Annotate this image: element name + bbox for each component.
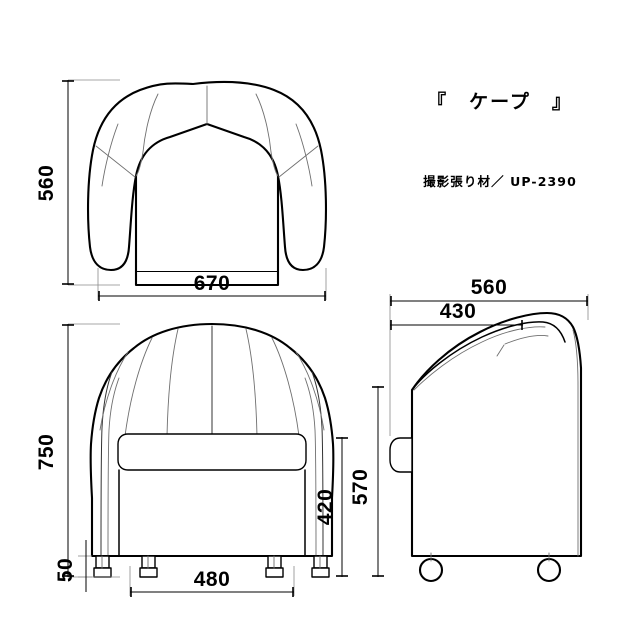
dim-label-50: 50	[54, 558, 77, 582]
dim-label-570: 570	[349, 469, 372, 506]
side-view-arm-seam	[413, 326, 546, 391]
top-view-seam-right-1	[255, 93, 279, 177]
top-view-group: 560 670	[35, 79, 328, 301]
side-view-body-outline	[410, 311, 583, 558]
front-view-pleat-r2	[271, 337, 300, 437]
front-view-apron	[118, 469, 306, 557]
side-view-arm-contour	[411, 321, 566, 391]
top-view-seam-right-2	[295, 123, 313, 187]
dim-label-430: 430	[440, 300, 477, 323]
top-view-outer-outline	[86, 80, 328, 274]
side-caster-wheel-front	[418, 557, 444, 583]
top-view-seam-left-1	[135, 93, 159, 177]
front-view-casters	[93, 555, 330, 578]
front-view-pleat-l1	[166, 328, 179, 437]
caster-wheel-3	[265, 567, 284, 578]
front-view-arm-inner-right-2	[304, 377, 317, 557]
caster-leg-3	[267, 555, 282, 569]
dim-label-750: 750	[35, 434, 58, 471]
dim-label-560-top: 560	[35, 165, 58, 202]
front-view-pleat-r3	[295, 351, 325, 431]
caster-wheel-1	[93, 567, 112, 578]
caster-leg-2	[141, 555, 156, 569]
material-code: 撮影張り材／ UP-2390	[423, 174, 577, 189]
front-view-group: 750 50 420 480	[35, 322, 348, 597]
front-view-pleat-l3	[99, 351, 129, 431]
dim-label-480: 480	[194, 568, 231, 591]
dim-label-420: 420	[314, 489, 337, 526]
top-view-seam-left-3	[95, 145, 136, 178]
top-view-seam-right-3	[278, 145, 319, 178]
product-title: 『 ケープ 』	[427, 90, 573, 113]
front-view-pleat-l2	[124, 337, 153, 437]
front-view-arm-inner-left	[100, 371, 113, 557]
top-view-seam-left-2	[101, 123, 119, 187]
caster-leg-4	[313, 555, 328, 569]
dim-label-560-side: 560	[471, 276, 508, 299]
top-view-front-edge	[134, 270, 280, 287]
text-block: 『 ケープ 』 撮影張り材／ UP-2390	[423, 90, 577, 189]
side-view-back-inner-line	[572, 329, 579, 557]
side-view-arm-panel-seam	[504, 335, 549, 345]
front-view-arm-inner-right	[311, 371, 324, 557]
dim-label-670: 670	[194, 272, 231, 295]
side-caster-wheel-rear	[536, 557, 562, 583]
caster-wheel-2	[139, 567, 158, 578]
side-view-group: 560 430 570	[349, 276, 589, 583]
caster-leg-1	[95, 555, 110, 569]
front-view-seat-cushion	[117, 433, 307, 471]
caster-wheel-4	[311, 567, 330, 578]
front-view-pleat-r1	[245, 328, 258, 437]
front-view-arm-inner-left-2	[107, 377, 120, 557]
side-view-arm-panel-seam-2	[496, 344, 505, 357]
side-view-handle	[389, 437, 413, 473]
